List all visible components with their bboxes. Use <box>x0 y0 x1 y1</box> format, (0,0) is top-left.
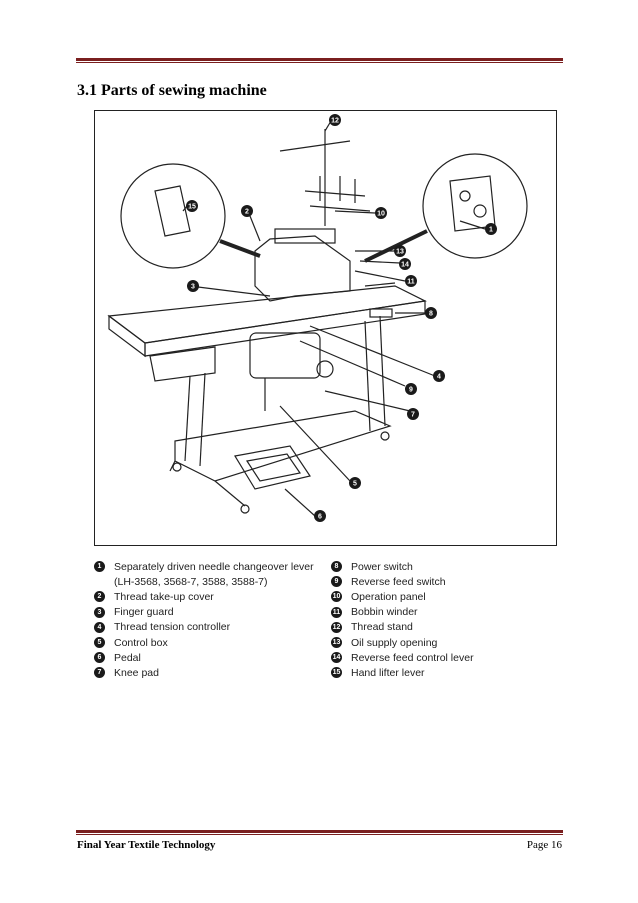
legend-number: 10 <box>331 591 342 603</box>
legend-item: 12 Thread stand <box>331 620 474 635</box>
callout-markers: 1 2 3 4 5 6 7 8 9 10 11 12 13 14 15 <box>186 114 497 522</box>
svg-text:5: 5 <box>353 481 357 488</box>
svg-text:9: 9 <box>409 387 413 394</box>
table-edge-front <box>144 300 426 357</box>
legend-item: (LH-3568, 3568-7, 3588, 3588-7) <box>94 574 314 589</box>
svg-text:11: 11 <box>407 279 415 286</box>
parts-legend-left: 1 Separately driven needle changeover lev… <box>94 559 314 681</box>
svg-text:15: 15 <box>188 204 196 211</box>
legend-label: Reverse feed control lever <box>351 651 474 664</box>
legend-label: Reverse feed switch <box>351 575 446 588</box>
legend-item: 3 Finger guard <box>94 605 314 620</box>
base-frame <box>174 410 392 482</box>
header-rule <box>76 58 563 61</box>
legend-number: 8 <box>331 561 342 573</box>
legend-number: 11 <box>331 606 342 618</box>
legend-item: 11 Bobbin winder <box>331 605 474 620</box>
legend-number: 6 <box>94 652 105 664</box>
legend-item: 10 Operation panel <box>331 589 474 604</box>
operation-panel <box>274 228 336 244</box>
legend-item: 2 Thread take-up cover <box>94 589 314 604</box>
pedal <box>234 445 311 490</box>
legend-item: 15 Hand lifter lever <box>331 665 474 680</box>
legend-number: 7 <box>94 667 105 679</box>
legend-item: 4 Thread tension controller <box>94 620 314 635</box>
footer-course-title: Final Year Textile Technology <box>77 839 216 851</box>
svg-text:2: 2 <box>245 209 249 216</box>
sewing-machine-diagram: 1 2 3 4 5 6 7 8 9 10 11 12 13 14 15 <box>94 110 557 546</box>
legend-label: Operation panel <box>351 590 426 603</box>
svg-text:7: 7 <box>411 412 415 419</box>
inset-right <box>422 153 528 259</box>
legend-number: 9 <box>331 576 342 588</box>
legend-item: 9 Reverse feed switch <box>331 574 474 589</box>
legend-number: 12 <box>331 621 342 633</box>
legend-label: Thread take-up cover <box>114 590 214 603</box>
svg-text:4: 4 <box>437 374 441 381</box>
leg <box>184 375 191 462</box>
parts-legend-right: 8 Power switch 9 Reverse feed switch 10 Ope… <box>331 559 474 681</box>
legend-item: 14 Reverse feed control lever <box>331 650 474 665</box>
footer-rule-thin <box>76 834 563 835</box>
legend-label: Power switch <box>351 560 413 573</box>
legend-label: Finger guard <box>114 606 174 619</box>
svg-text:10: 10 <box>377 211 385 218</box>
legend-number <box>94 576 105 587</box>
page-number: Page 16 <box>526 839 562 851</box>
legend-item: 5 Control box <box>94 635 314 650</box>
legend-label: Thread stand <box>351 621 413 634</box>
sewing-machine-illustration: 1 2 3 4 5 6 7 8 9 10 11 12 13 14 15 <box>107 114 528 522</box>
legend-item: 6 Pedal <box>94 650 314 665</box>
header-rule-thin <box>76 62 563 63</box>
legend-label: (LH-3568, 3568-7, 3588, 3588-7) <box>114 575 268 588</box>
section-heading: 3.1 Parts of sewing machine <box>77 82 267 99</box>
legend-number: 2 <box>94 591 105 603</box>
legend-label: Pedal <box>114 651 141 664</box>
svg-text:8: 8 <box>429 311 433 318</box>
table-top <box>107 285 427 344</box>
legend-item: 8 Power switch <box>331 559 474 574</box>
legend-label: Control box <box>114 636 168 649</box>
legend-label: Thread tension controller <box>114 621 231 634</box>
legend-number: 14 <box>331 652 342 664</box>
legend-number: 15 <box>331 667 342 679</box>
footer-rule <box>76 830 563 833</box>
legend-number: 3 <box>94 606 105 618</box>
svg-text:1: 1 <box>489 227 493 234</box>
svg-text:12: 12 <box>331 118 339 125</box>
svg-text:14: 14 <box>401 262 409 269</box>
legend-item: 7 Knee pad <box>94 665 314 680</box>
power-switch-box <box>369 308 393 318</box>
legend-label: Bobbin winder <box>351 606 418 619</box>
legend-number: 13 <box>331 637 342 649</box>
inset-left <box>120 163 226 269</box>
svg-text:6: 6 <box>318 514 322 521</box>
machine-head <box>254 235 351 302</box>
motor <box>249 332 321 379</box>
legend-item: 13 Oil supply opening <box>331 635 474 650</box>
legend-number: 4 <box>94 621 105 633</box>
legend-label: Knee pad <box>114 666 159 679</box>
drawer <box>149 346 216 382</box>
legend-label: Oil supply opening <box>351 636 438 649</box>
svg-text:13: 13 <box>396 249 404 256</box>
table-edge-left <box>108 314 146 358</box>
legend-label: Hand lifter lever <box>351 666 425 679</box>
legend-number: 1 <box>94 561 105 573</box>
svg-text:3: 3 <box>191 284 195 291</box>
legend-number: 5 <box>94 637 105 649</box>
legend-item: 1 Separately driven needle changeover lev… <box>94 559 314 574</box>
legend-label: Separately driven needle changeover leve… <box>114 560 314 573</box>
